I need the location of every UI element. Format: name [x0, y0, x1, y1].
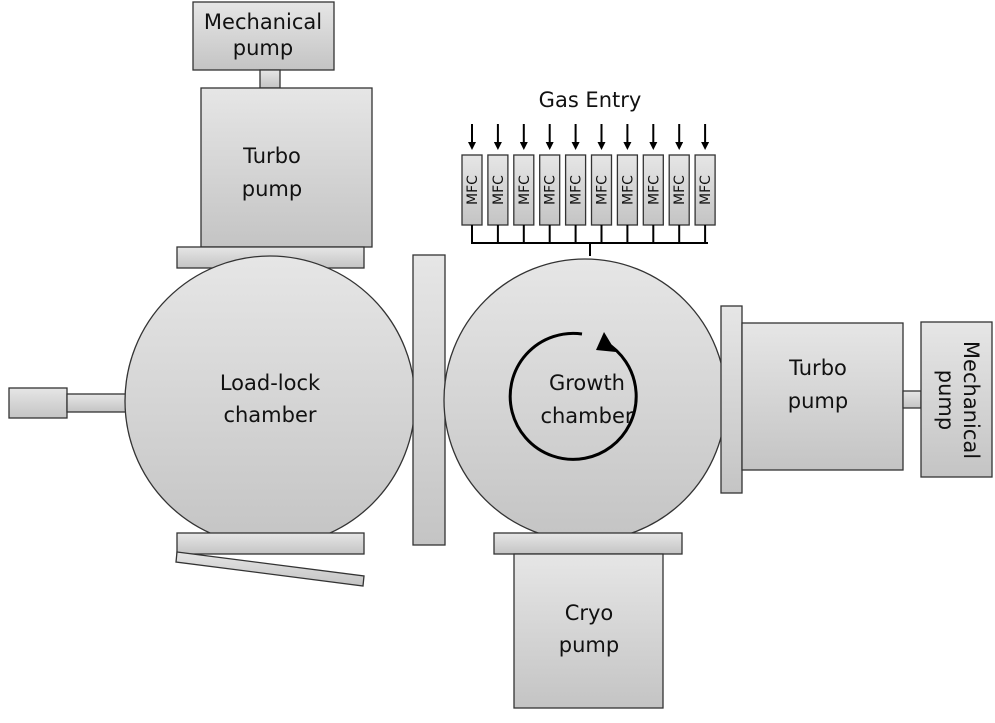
transfer-arm-handle [8, 387, 68, 419]
load-lock-label-2: chamber [223, 403, 316, 427]
top-pump-connector [259, 69, 281, 89]
gate-valve [412, 254, 446, 546]
top-mech-label-2: pump [233, 36, 293, 60]
load-lock-label-1: Load-lock [220, 371, 321, 395]
mfc-label: MFC [543, 175, 559, 205]
right-pump-connector [902, 390, 922, 409]
top-turbo-label-2: pump [242, 177, 302, 201]
growth-label-1: Growth [549, 371, 625, 395]
rotation-arrow-icon [596, 332, 616, 352]
right-mech-label-2: pump [934, 370, 958, 430]
right-turbo-label-2: pump [788, 389, 848, 413]
load-lock-door [175, 551, 365, 587]
mfc-label: MFC [620, 175, 636, 205]
mfc-label: MFC [569, 175, 585, 205]
right-mech-label-1: Mechanical [959, 341, 983, 459]
cryo-pump [513, 553, 664, 709]
cryo-label-2: pump [559, 633, 619, 657]
mfc-label: MFC [517, 175, 533, 205]
transfer-arm-rod [66, 393, 130, 413]
top-turbo-label-1: Turbo [242, 144, 301, 168]
load-lock-bottom-flange [176, 532, 365, 555]
cryo-label-1: Cryo [565, 601, 614, 625]
growth-label-2: chamber [540, 404, 633, 428]
growth-chamber [443, 258, 727, 542]
mfc-bank: MFC MFC MFC MFC MFC MFC MFC MFC MFC MFC [461, 124, 716, 243]
mfc-label: MFC [491, 175, 507, 205]
mfc-label: MFC [465, 175, 481, 205]
right-turbo-pump [741, 322, 904, 471]
load-lock-chamber [124, 255, 416, 547]
top-mechanical-pump [192, 1, 335, 71]
top-mech-label-1: Mechanical [204, 10, 322, 34]
mfc-label: MFC [698, 175, 714, 205]
mfc-label: MFC [672, 175, 688, 205]
mfc-label: MFC [646, 175, 662, 205]
growth-bottom-flange [493, 532, 683, 555]
top-turbo-pump [200, 87, 373, 248]
right-turbo-label-1: Turbo [788, 356, 847, 380]
growth-right-flange [720, 305, 743, 494]
mfc-label: MFC [595, 175, 611, 205]
gas-entry-label: Gas Entry [539, 88, 642, 112]
rotation-circle [508, 331, 638, 461]
right-mechanical-pump [920, 321, 993, 478]
